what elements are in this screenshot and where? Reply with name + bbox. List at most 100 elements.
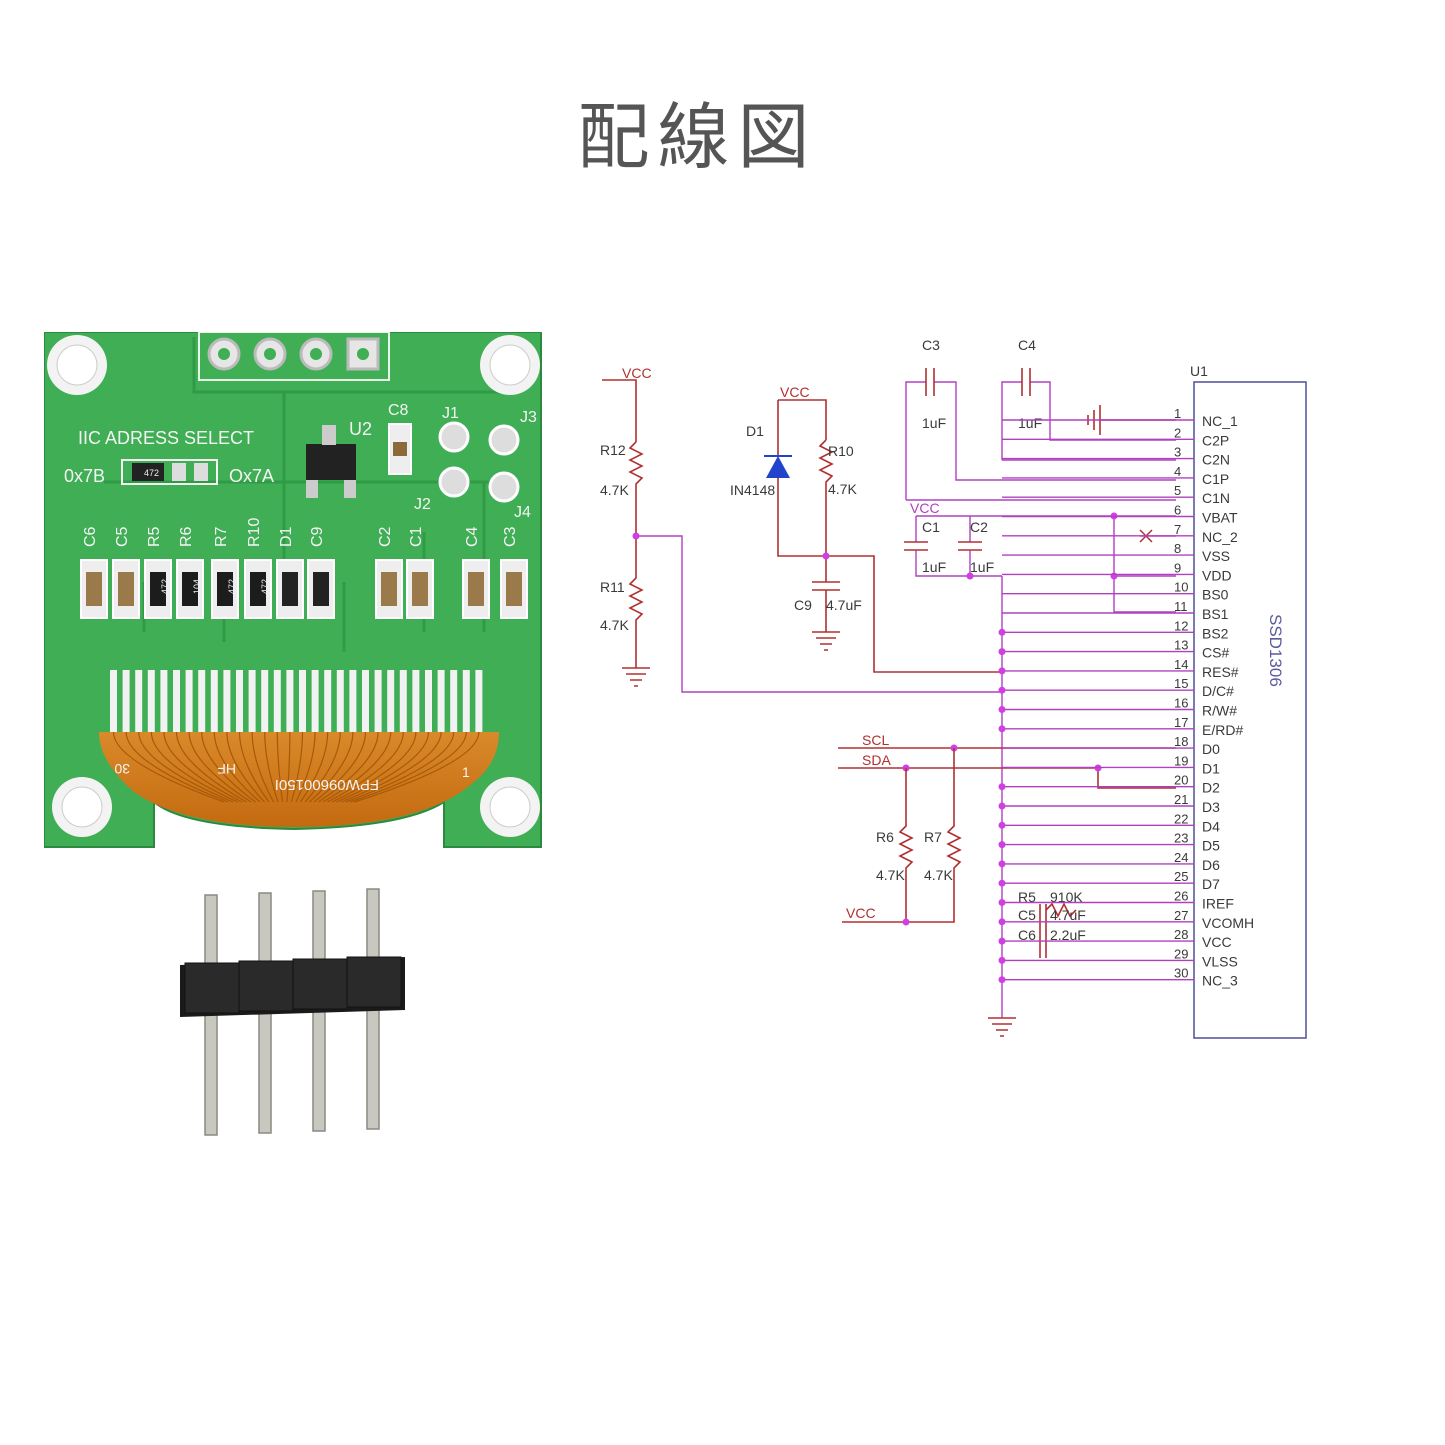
pin-number: 10 <box>1174 580 1188 595</box>
pin-number: 26 <box>1174 889 1188 904</box>
pin-name: BS0 <box>1202 587 1229 603</box>
pin-number: 25 <box>1174 869 1188 884</box>
fpc-ribbon <box>99 732 499 827</box>
pin-number: 24 <box>1174 850 1188 865</box>
pin-name: C2P <box>1202 432 1229 448</box>
oled-module-photo: IIC ADRESS SELECT 0x7B Ox7A U2 C8 J1 J2 … <box>44 332 542 848</box>
smd-component <box>144 559 172 619</box>
schematic-diagram: VCC R12 4.7K R11 4.7K VCC D1 IN4148 R10 … <box>600 337 1307 1039</box>
vcc-label-4: VCC <box>846 905 876 921</box>
r5-value: 910K <box>1050 889 1083 905</box>
pin-name: C2N <box>1202 452 1230 468</box>
pin-number: 18 <box>1174 734 1188 749</box>
c1-value: 1uF <box>922 559 946 575</box>
resistor-code: 472 <box>160 579 170 594</box>
pin-name: C1N <box>1202 490 1230 506</box>
d1-value: IN4148 <box>730 482 775 498</box>
pin-number: 20 <box>1174 773 1188 788</box>
sda-label: SDA <box>862 752 891 768</box>
regulator-chip <box>306 444 356 480</box>
pin-name: NC_1 <box>1202 413 1238 429</box>
pin-number: 15 <box>1174 676 1188 691</box>
pin-number: 12 <box>1174 618 1188 633</box>
pin-name: D7 <box>1202 876 1220 892</box>
smd-component <box>375 559 403 619</box>
pin-number: 14 <box>1174 657 1188 672</box>
r10-name: R10 <box>828 443 854 459</box>
fpc-pin1-label: 1 <box>462 764 470 780</box>
pin-number: 2 <box>1174 425 1181 440</box>
pin-number: 1 <box>1174 406 1181 421</box>
c3-value: 1uF <box>922 415 946 431</box>
c4-name: C4 <box>1018 337 1036 353</box>
fpc-pin30-label: 30 <box>114 761 130 777</box>
vcc-label-3: VCC <box>910 500 940 516</box>
r11-name: R11 <box>600 579 625 595</box>
r6-name: R6 <box>876 829 894 845</box>
pin-number: 30 <box>1174 966 1188 981</box>
pin-number: 19 <box>1174 753 1188 768</box>
pin-header-photo <box>180 888 405 1136</box>
pin-number: 8 <box>1174 541 1181 556</box>
u2-label: U2 <box>349 419 372 439</box>
r10-value: 4.7K <box>828 481 857 497</box>
c6-name: C6 <box>1018 927 1036 943</box>
pin-name: VBAT <box>1202 510 1238 526</box>
component-label: R7 <box>213 526 230 547</box>
pin-number: 7 <box>1174 522 1181 537</box>
component-label: C1 <box>408 526 425 547</box>
page-title: 配線図 <box>577 95 818 179</box>
c5-name: C5 <box>1018 907 1036 923</box>
mounting-hole-icon <box>47 335 540 837</box>
j4-label: J4 <box>514 504 531 521</box>
pin-number: 6 <box>1174 503 1181 518</box>
pin-name: R/W# <box>1202 703 1237 719</box>
c9-name: C9 <box>794 597 812 613</box>
resistor-code: 472 <box>260 579 270 594</box>
pin-name: VSS <box>1202 548 1230 564</box>
vcc-label-1: VCC <box>622 365 652 381</box>
r12-value: 4.7K <box>600 482 629 498</box>
pin-name: D5 <box>1202 838 1220 854</box>
pin-name: D0 <box>1202 741 1220 757</box>
pin-name: D/C# <box>1202 683 1234 699</box>
component-label: D1 <box>278 526 295 547</box>
component-label: C5 <box>114 526 131 547</box>
pin-number: 9 <box>1174 560 1181 575</box>
resistor-code: 472 <box>144 468 159 478</box>
j3-label: J3 <box>520 409 537 426</box>
address-0x7b-label: 0x7B <box>64 466 105 486</box>
component-label: R6 <box>178 526 195 547</box>
pin-number: 16 <box>1174 696 1188 711</box>
component-label: R10 <box>246 518 263 547</box>
c2-value: 1uF <box>970 559 994 575</box>
component-label: C2 <box>377 526 394 547</box>
component-label: C9 <box>309 526 326 547</box>
pin-name: E/RD# <box>1202 722 1243 738</box>
c1-name: C1 <box>922 519 940 535</box>
pin-number: 22 <box>1174 811 1188 826</box>
pin-name: VCOMH <box>1202 915 1254 931</box>
pin-number: 28 <box>1174 927 1188 942</box>
d1-name: D1 <box>746 423 764 439</box>
j2-label: J2 <box>414 496 431 513</box>
pin-name: D1 <box>1202 760 1220 776</box>
component-label: C6 <box>82 526 99 547</box>
pin-name: C1P <box>1202 471 1229 487</box>
c8-label: C8 <box>388 402 409 419</box>
pin-number: 27 <box>1174 908 1188 923</box>
c5-value: 4.7uF <box>1050 907 1086 923</box>
pin-number: 17 <box>1174 715 1188 730</box>
r12-name: R12 <box>600 442 626 458</box>
pin-number: 21 <box>1174 792 1188 807</box>
pin-name: BS1 <box>1202 606 1229 622</box>
component-label: C4 <box>464 526 481 547</box>
resistor-code: 104 <box>192 579 202 594</box>
pin-number: 29 <box>1174 946 1188 961</box>
c2-name: C2 <box>970 519 988 535</box>
c6-value: 2.2uF <box>1050 927 1086 943</box>
header-pads <box>207 337 380 371</box>
pin-name: VCC <box>1202 934 1232 950</box>
pin-name: VDD <box>1202 567 1232 583</box>
smd-component <box>462 559 490 619</box>
